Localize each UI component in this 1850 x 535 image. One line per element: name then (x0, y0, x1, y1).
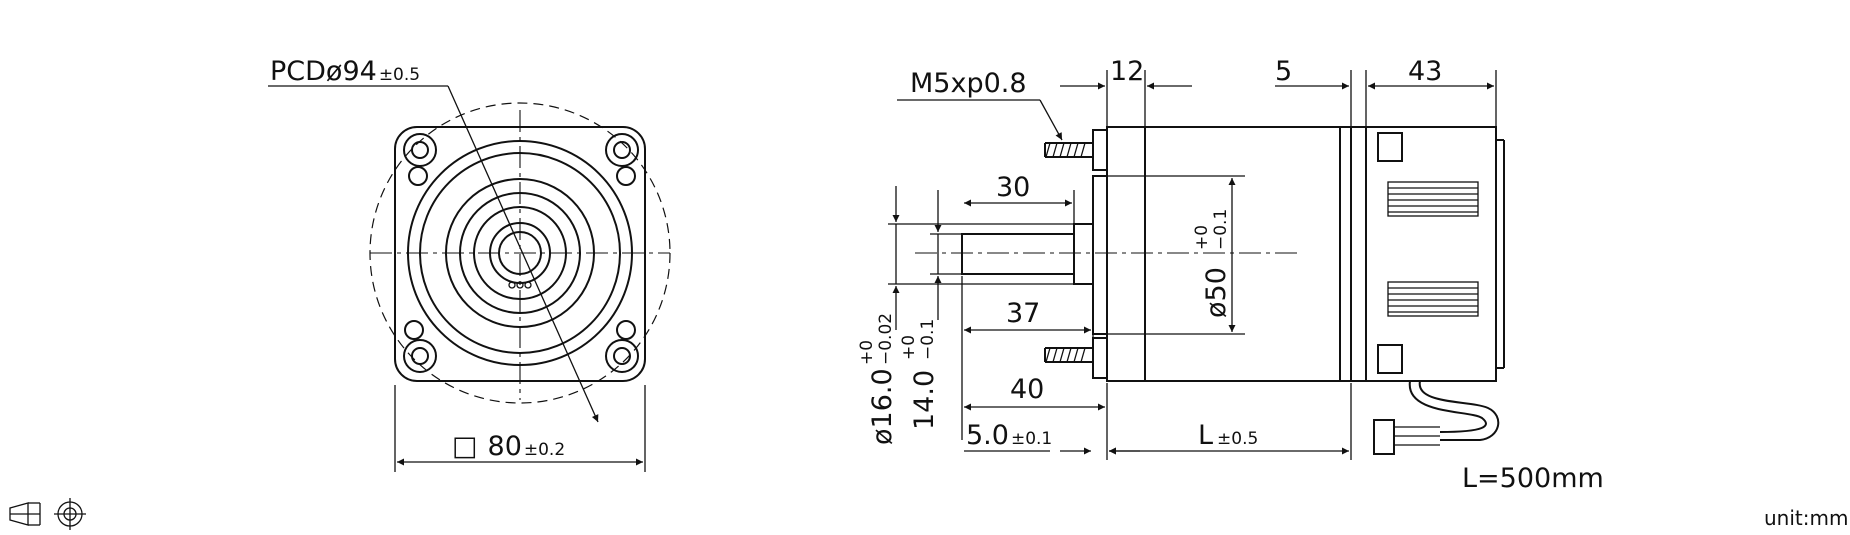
heat-fin-block-bottom (1387, 281, 1479, 317)
dim-14-tol-low: −0.1 (918, 319, 938, 360)
mounting-hole-br (605, 320, 639, 373)
dim-14-label: 14.0 (909, 370, 940, 430)
mounting-hole-tr (605, 133, 639, 186)
dim-50-tol-low: −0.1 (1211, 209, 1231, 250)
flange (1106, 126, 1146, 382)
cover-tab-top (1377, 132, 1403, 162)
dim-30-label: 30 (996, 172, 1030, 203)
dim-43-label: 43 (1408, 56, 1442, 87)
cable-length-label: L=500mm (1462, 463, 1604, 494)
dim-50-tol-up: +0 (1192, 225, 1212, 250)
dim-5-label: 5 (1275, 56, 1292, 87)
dim-40-label: 40 (1010, 374, 1044, 405)
cable-connector (1373, 419, 1395, 455)
shaft (961, 233, 1075, 275)
third-angle-projection-icon (9, 498, 86, 530)
dim-16-tol-low: −0.02 (876, 313, 896, 365)
dim-16-label: ø16.0 (867, 368, 898, 445)
dim-L-label: L±0.5 (1198, 420, 1258, 451)
cover-tab-bottom (1377, 344, 1403, 374)
heat-fin-block-top (1387, 181, 1479, 217)
thread-leader (1039, 99, 1063, 141)
dim-16-tol-up: +0 (857, 340, 877, 365)
mounting-hole-bl (403, 320, 437, 373)
motor-body (1144, 126, 1352, 382)
top-nut (1092, 129, 1108, 171)
dim-50-label: ø50 (1201, 267, 1232, 318)
thread-label: M5xp0.8 (910, 68, 1027, 99)
bottom-nut (1092, 337, 1108, 379)
top-stud (1044, 142, 1093, 158)
dim-12-label: 12 (1110, 56, 1144, 87)
unit-label: unit:mm (1764, 506, 1848, 530)
back-cover-rim (1350, 126, 1367, 382)
mounting-hole-tl (403, 133, 437, 186)
shaft-shoulder (1073, 223, 1094, 285)
pilot-boss (1092, 175, 1108, 335)
front-view: PCDø94±0.5 □80±0.2 (268, 56, 671, 472)
cable-assembly (1373, 380, 1500, 455)
back-cover (1365, 126, 1497, 382)
side-view: M5xp0.8 12 5 43 30 37 40 5.0 (857, 56, 1604, 494)
pcd-leader (447, 85, 599, 423)
dim-5-0-label: 5.0±0.1 (966, 420, 1052, 451)
bottom-stud (1044, 347, 1093, 363)
square-label: □80±0.2 (452, 431, 565, 462)
dim-14-tol-up: +0 (899, 335, 919, 360)
dim-37-label: 37 (1006, 298, 1040, 329)
pcd-label: PCDø94±0.5 (270, 56, 420, 87)
